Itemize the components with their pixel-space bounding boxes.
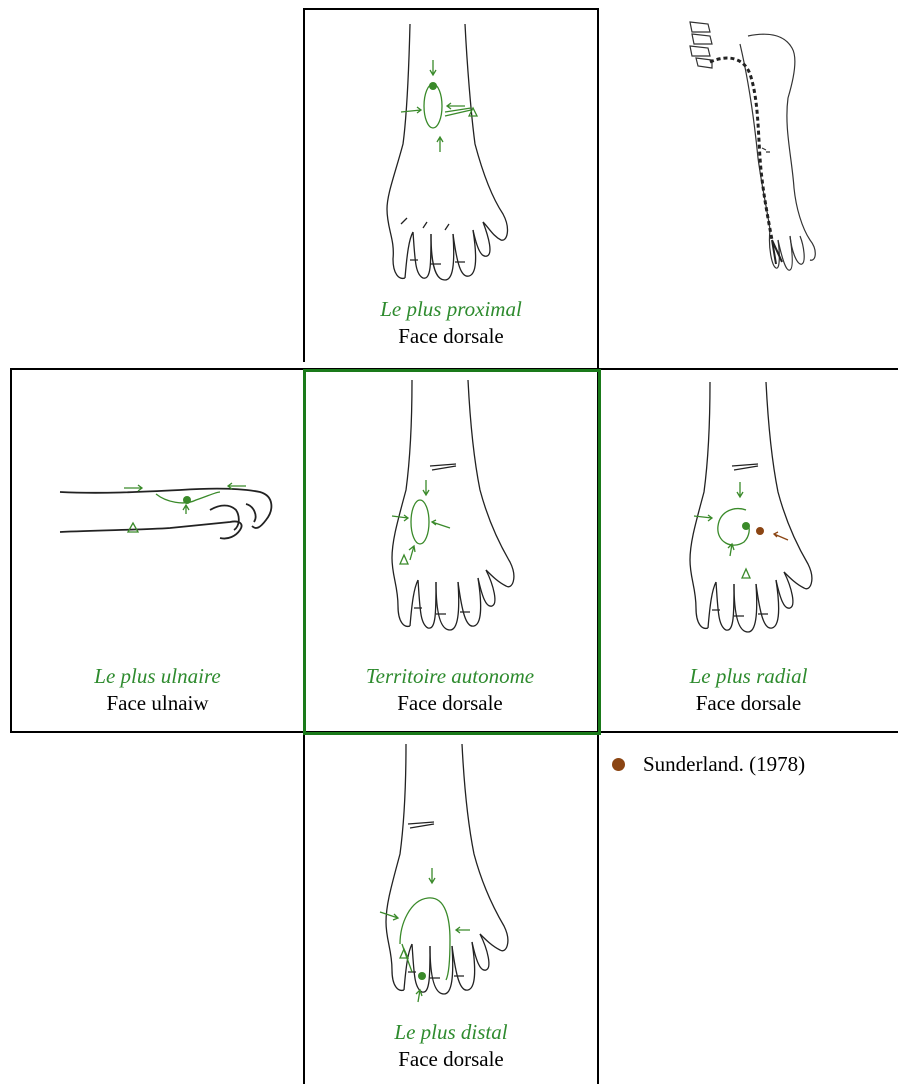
distal-face: Face dorsale	[305, 1046, 597, 1073]
sunderland-legend: Sunderland. (1978)	[612, 752, 805, 777]
brown-dot-icon	[612, 758, 625, 771]
grid-line	[303, 8, 599, 10]
proximal-title: Le plus proximal	[305, 296, 597, 323]
autonomous-hand-illustration	[372, 380, 537, 642]
proximal-caption: Le plus proximal Face dorsale	[305, 296, 597, 350]
radial-face: Face dorsale	[599, 690, 898, 717]
distal-title: Le plus distal	[305, 1019, 597, 1046]
ulnar-arm-illustration	[60, 470, 280, 550]
arm-nerve-path-illustration	[688, 18, 838, 280]
autonomous-title: Territoire autonome	[305, 663, 595, 690]
ulnar-title: Le plus ulnaire	[12, 663, 303, 690]
autonomous-face: Face dorsale	[305, 690, 595, 717]
grid-line	[597, 8, 599, 370]
proximal-hand-illustration	[365, 24, 535, 294]
proximal-face: Face dorsale	[305, 323, 597, 350]
ulnar-face: Face ulnaiw	[12, 690, 303, 717]
radial-caption: Le plus radial Face dorsale	[599, 663, 898, 717]
distal-hand-illustration	[366, 744, 531, 1006]
radial-hand-illustration	[670, 382, 835, 644]
legend-label: Sunderland. (1978)	[643, 752, 805, 777]
distal-caption: Le plus distal Face dorsale	[305, 1019, 597, 1073]
ulnar-caption: Le plus ulnaire Face ulnaiw	[12, 663, 303, 717]
radial-title: Le plus radial	[599, 663, 898, 690]
autonomous-caption: Territoire autonome Face dorsale	[305, 663, 595, 717]
